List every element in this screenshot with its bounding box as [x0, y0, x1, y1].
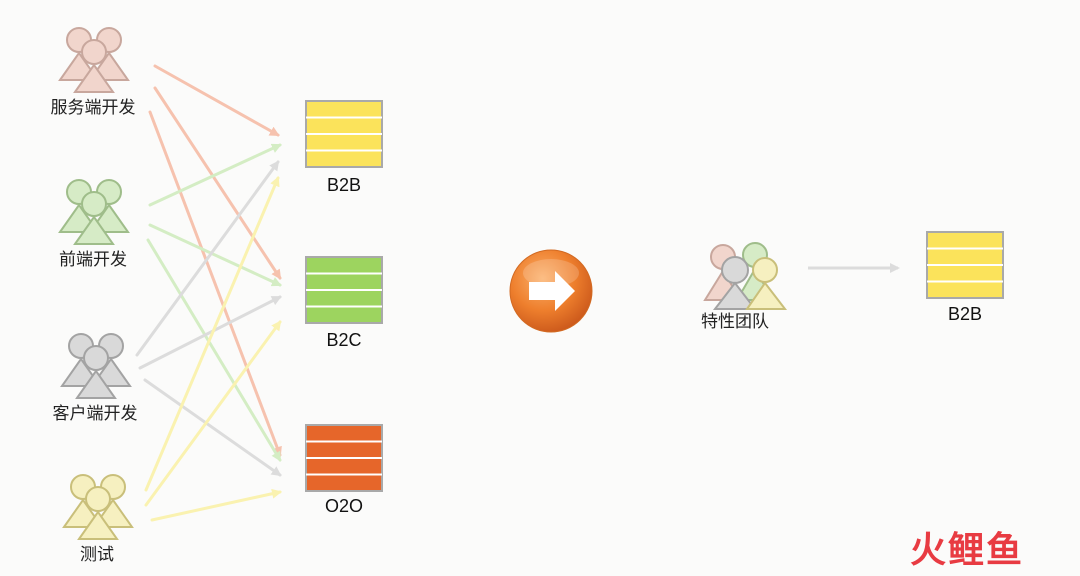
arrow-client-b2c — [138, 295, 282, 370]
people-group-icon — [62, 474, 134, 540]
feature-team-label: 特性团队 — [701, 312, 769, 332]
people-group-icon — [58, 179, 130, 245]
person-head — [81, 39, 107, 65]
product-o2o: O2O — [305, 424, 383, 516]
role-frontend: 前端开发 — [58, 179, 130, 270]
feature-team-product: B2B — [926, 231, 1004, 324]
role-client: 客户端开发 — [53, 333, 138, 424]
product-label: B2C — [326, 330, 361, 350]
role-testing: 测试 — [62, 474, 134, 565]
arrow-client-b2b — [135, 160, 280, 357]
b2b-stack-icon — [305, 100, 383, 168]
people-group-icon — [58, 27, 130, 93]
b2b-stack-icon — [926, 231, 1004, 299]
arrow-frontend-o2o — [146, 238, 282, 462]
connection-arrows — [135, 64, 282, 522]
role-server: 服务端开发 — [51, 27, 136, 118]
o2o-stack-icon — [305, 424, 383, 492]
feature-team-product-label: B2B — [948, 304, 982, 324]
role-label: 测试 — [80, 545, 114, 565]
arrow-server-o2o — [148, 110, 282, 457]
person-body — [75, 369, 117, 399]
arrow-right-icon — [529, 271, 575, 311]
person-head — [81, 191, 107, 217]
watermark-logo: 火鲤鱼 — [910, 530, 1024, 571]
role-label: 客户端开发 — [53, 404, 138, 424]
arrow-server-b2c — [153, 86, 282, 280]
role-label: 前端开发 — [59, 250, 127, 270]
person-body — [73, 63, 115, 93]
arrow-client-o2o — [143, 378, 282, 477]
arrow-testing-b2b — [144, 176, 280, 492]
b2c-stack-icon — [305, 256, 383, 324]
feature-team: 特性团队 — [701, 242, 788, 332]
person-head — [83, 345, 109, 371]
arrow-server-b2b — [153, 64, 280, 137]
arrow-testing-b2c — [144, 320, 282, 507]
people-group-icon — [60, 333, 132, 399]
arrow-frontend-b2b — [148, 143, 282, 207]
product-b2b: B2B — [305, 100, 383, 195]
transition-arrow — [509, 249, 593, 333]
role-label: 服务端开发 — [51, 98, 136, 118]
product-label: B2B — [327, 175, 361, 195]
product-label: O2O — [325, 496, 363, 516]
person-head — [85, 486, 111, 512]
person-body — [73, 215, 115, 245]
arrow-testing-o2o — [150, 488, 282, 522]
product-b2c: B2C — [305, 256, 383, 350]
person-body — [77, 510, 119, 540]
arrow-frontend-b2c — [148, 223, 282, 287]
